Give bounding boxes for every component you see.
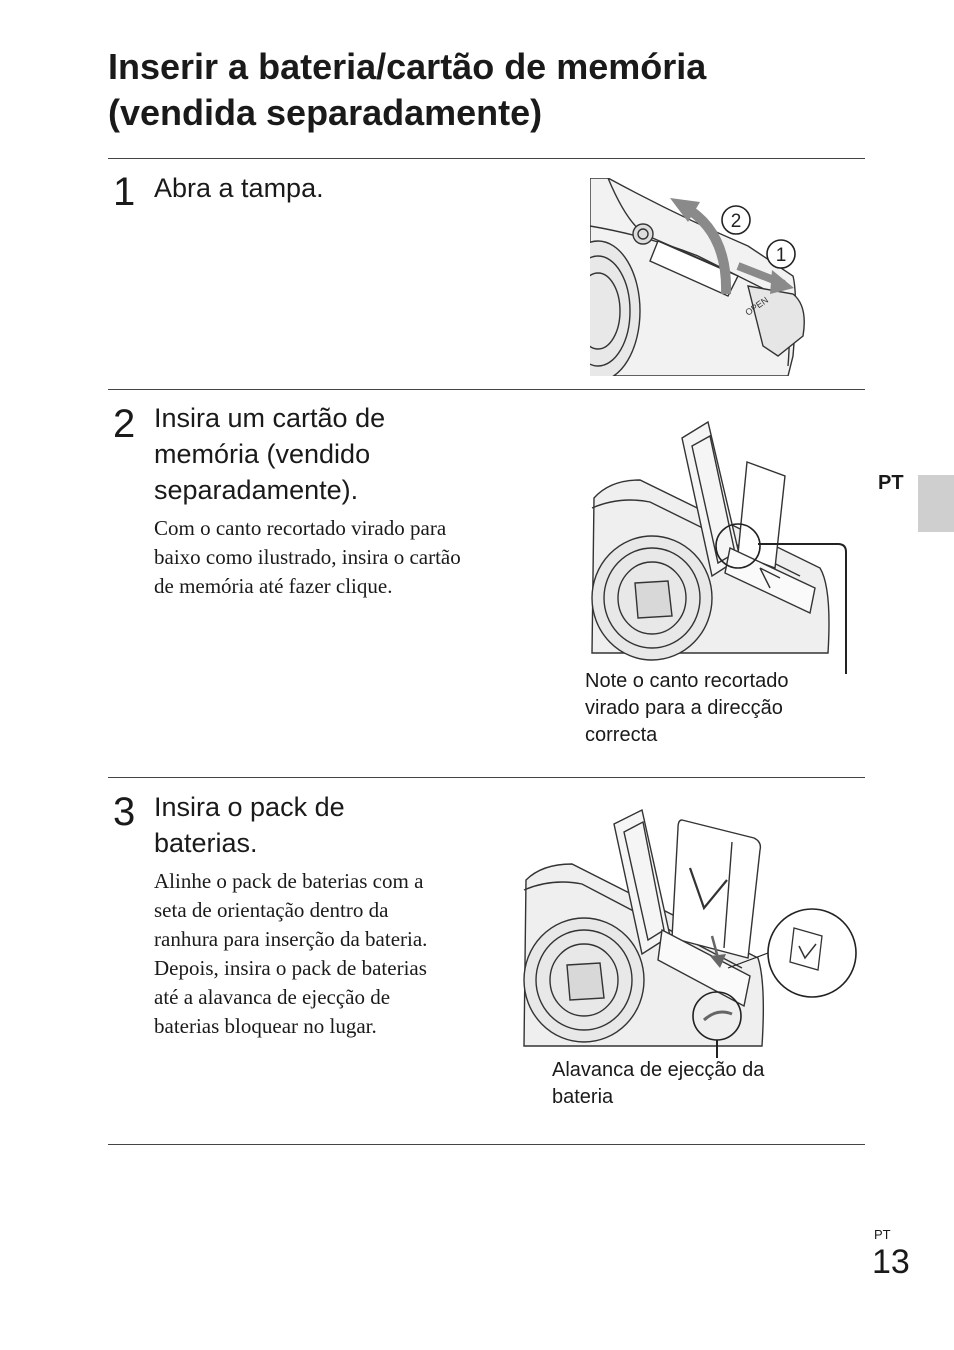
step-2-body: Com o canto recortado virado para baixo …	[154, 514, 461, 601]
step-3-heading: Insira o pack de baterias.	[154, 789, 345, 861]
divider-bottom	[108, 1144, 865, 1145]
step-2-heading-line: separadamente).	[154, 475, 359, 505]
step-2-heading-line: memória (vendido	[154, 439, 371, 469]
step-3-body-line: seta de orientação dentro da	[154, 898, 389, 922]
step-3-body-line: ranhura para inserção da bateria.	[154, 927, 428, 951]
step-3-caption-line: Alavanca de ejecção da	[552, 1059, 765, 1081]
step-2-caption-line: correcta	[585, 724, 658, 746]
step-2-caption-line: Note o canto recortado	[585, 670, 789, 692]
step-3-heading-line: baterias.	[154, 828, 258, 858]
step-2-body-line: baixo como ilustrado, insira o cartão	[154, 545, 461, 569]
step-3-number: 3	[113, 790, 136, 834]
step-3-body-line: Alinhe o pack de baterias com a	[154, 869, 424, 893]
page-title: Inserir a bateria/cartão de memória (ven…	[108, 44, 888, 136]
page-title-line-1: Inserir a bateria/cartão de memória	[108, 46, 707, 87]
insert-card-illustration	[591, 420, 847, 674]
step-1-number: 1	[113, 170, 136, 214]
step-3-body: Alinhe o pack de baterias com a seta de …	[154, 867, 427, 1041]
callout-1: 1	[776, 245, 787, 266]
step-2-heading: Insira um cartão de memória (vendido sep…	[154, 400, 385, 508]
step-3-body-line: até a alavanca de ejecção de	[154, 985, 391, 1009]
step-2-body-line: Com o canto recortado virado para	[154, 516, 447, 540]
callout-2: 2	[731, 211, 742, 232]
page-language: PT	[874, 1227, 891, 1242]
divider-step-3	[108, 777, 865, 778]
step-2-number: 2	[113, 402, 136, 446]
step-1-heading: Abra a tampa.	[154, 173, 324, 203]
page-number: 13	[872, 1243, 910, 1281]
step-3-body-line: Depois, insira o pack de baterias	[154, 956, 427, 980]
step-3-caption: Alavanca de ejecção da bateria	[552, 1057, 764, 1111]
open-cover-illustration: OPEN 2 1	[590, 178, 805, 376]
divider-step-2	[108, 389, 865, 390]
divider-top	[108, 158, 865, 159]
step-2-body-line: de memória até fazer clique.	[154, 574, 393, 598]
step-2-heading-line: Insira um cartão de	[154, 403, 386, 433]
step-2-caption-line: virado para a direcção	[585, 697, 783, 719]
step-3-heading-line: Insira o pack de	[154, 792, 345, 822]
page-title-line-2: (vendida separadamente)	[108, 92, 543, 133]
language-tab-label: PT	[878, 472, 904, 494]
step-3-body-line: baterias bloquear no lugar.	[154, 1014, 377, 1038]
insert-battery-illustration	[523, 808, 857, 1058]
language-tab-marker	[918, 475, 954, 532]
step-3-caption-line: bateria	[552, 1086, 614, 1108]
step-2-caption: Note o canto recortado virado para a dir…	[585, 668, 788, 749]
